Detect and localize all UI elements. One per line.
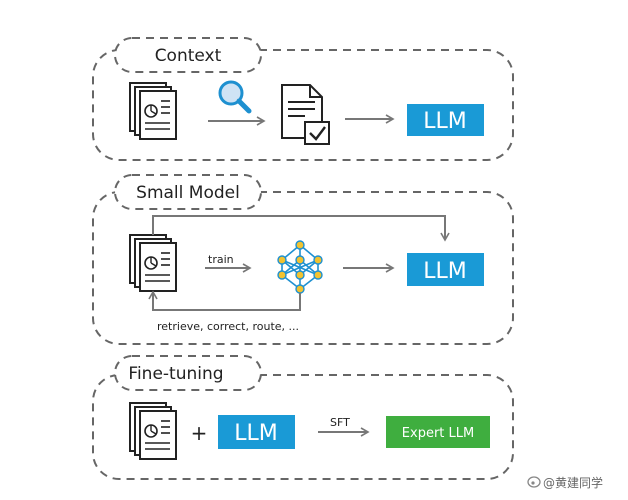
watermark: @黄建同学 [527, 475, 603, 490]
section-small-model-border [92, 191, 514, 345]
feedback-label: retrieve, correct, route, ... [157, 320, 299, 333]
fine-tuning-llm-box [218, 415, 295, 449]
section-fine-tuning: Fine-tuning + LLM SFT Expert LLM [92, 355, 514, 480]
section-small-model-title: Small Model [136, 183, 240, 203]
neural-network-icon [277, 240, 323, 294]
section-context-border [92, 49, 514, 161]
sft-label: SFT [330, 416, 350, 429]
section-small-model-title-pill [114, 174, 262, 210]
fine-tuning-llm-label: LLM [234, 421, 278, 446]
section-fine-tuning-title-pill [114, 355, 262, 391]
section-context: Context LLM [92, 37, 514, 161]
weibo-logo-icon [527, 476, 541, 488]
checked-document-icon [281, 84, 330, 145]
small-model-llm-box [407, 253, 484, 286]
feedback-arrow [148, 290, 301, 311]
document-stack-icon [129, 234, 177, 292]
section-small-model: Small Model train LLM [92, 174, 514, 345]
plus-sign: + [191, 421, 208, 445]
expert-llm-label: Expert LLM [402, 426, 474, 441]
context-llm-box [407, 104, 484, 136]
bypass-arrow [152, 215, 450, 242]
context-llm-label: LLM [423, 109, 467, 134]
section-fine-tuning-title: Fine-tuning [128, 364, 223, 384]
expert-llm-box [386, 416, 490, 448]
section-context-title: Context [155, 46, 222, 66]
watermark-text: @黄建同学 [543, 475, 603, 490]
document-stack-icon [129, 402, 177, 460]
small-model-llm-label: LLM [423, 259, 467, 284]
section-context-title-pill [114, 37, 262, 73]
magnifier-icon [218, 80, 252, 114]
document-stack-icon [129, 82, 177, 140]
train-label: train [208, 253, 234, 266]
section-fine-tuning-border [92, 374, 514, 480]
